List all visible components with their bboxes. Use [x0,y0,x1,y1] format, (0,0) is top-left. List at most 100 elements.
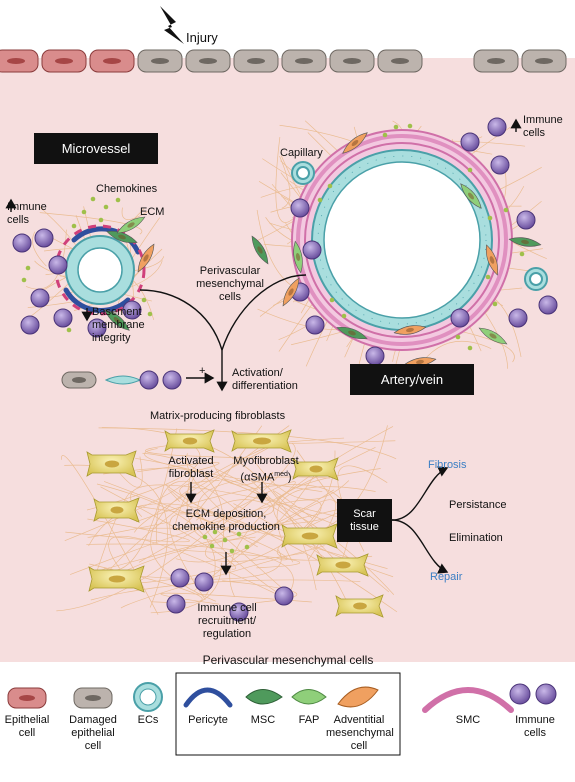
myofibroblast-text: Myofibroblast (αSMA [233,455,299,484]
chemokine [21,277,27,283]
legend-background [0,662,575,782]
mesenchymal-cell [393,325,427,335]
immune-cell-icon [509,683,531,705]
persistance-label: Persistance [449,499,507,511]
fibroblast [335,594,384,618]
chemokine [341,313,347,319]
chemokines-label: Chemokines [96,183,158,195]
activated-fibroblast [164,429,215,453]
mesenchymal-cell [104,309,130,331]
immune-cell [516,210,536,230]
ecm-deposition-label: ECM deposition, chemokine production [172,508,280,533]
fibrosis-label: Fibrosis [428,459,467,471]
mesenchymal-cell [478,327,508,345]
legend-epithelial: Epithelial cell [4,714,50,739]
elimination-label: Elimination [449,532,503,544]
chemokine [393,124,399,130]
injury-label: Injury [186,30,218,45]
immune-cells-right-text: Immune cells [523,114,563,139]
chemokine [209,543,215,549]
immune-recruitment-label: Immune cell recruitment/ regulation [197,602,257,640]
mesenchymal-cell [106,230,138,244]
legend-ecs: ECs [137,714,159,726]
legend-pericyte: Pericyte [188,714,228,726]
adventitial-cell-icon [337,686,379,708]
chemokine [492,301,498,307]
legend-icons [7,682,557,713]
legend-smc: SMC [455,714,481,726]
legend-adventitial: Adventitial mesenchymal cell [326,714,394,752]
chemokine [455,334,461,340]
fibroblast [292,457,339,481]
immune-cell [12,233,32,253]
epithelial-layer [0,49,567,73]
immune-cell [229,602,249,622]
immune-cell [487,117,507,137]
mesenchymal-cell [460,183,482,209]
myofibroblast [231,429,292,453]
chemokine [236,531,242,537]
immune-cells-left-label: Immune cells [7,201,47,227]
myofibroblast-close: ) [287,471,292,484]
msc-icon [245,689,283,705]
immune-cells-right-label: Immune cells [523,114,563,140]
chemokine [71,223,77,229]
chemokine [90,196,96,202]
scar-tissue-label: Scar tissue [337,499,392,542]
chemokine [103,204,109,210]
immune-cells-left-text: Immune cells [7,201,47,226]
immune-cell [34,228,54,248]
mesenchymal-cell [116,216,146,234]
immune-cell [30,288,50,308]
immune-cell [122,300,142,320]
myofibroblast-label: Myofibroblast (αSMAmed) [226,455,306,485]
chemokine-dots [21,123,525,554]
immune-cell [53,308,73,328]
chemokine [212,529,218,535]
legend-msc: MSC [250,714,276,726]
activated-fibroblast-label: Activated fibroblast [168,455,214,480]
ecm-label: ECM [140,206,165,218]
mesenchymal-cells [104,132,542,367]
smc-icon [422,687,514,713]
chemokine [25,265,31,271]
fibroblasts [86,429,384,618]
mesenchymal-cell [282,277,300,307]
legend-damaged-epithelial: Damaged epithelial cell [69,714,117,752]
immune-cell [166,594,186,614]
chemokine [519,251,525,257]
immune-cell [87,318,107,338]
chemokine [98,217,104,223]
chemokine [115,197,121,203]
immune-cell [274,586,294,606]
mesenchymal-cell [508,237,542,247]
immune-cell [48,255,68,275]
lightning-bolt-icon [160,6,184,44]
capillaries [291,161,548,291]
pathway-arrows [5,118,522,576]
immune-cell [450,308,470,328]
immune-cell [538,295,558,315]
mesenchymal-cell [293,240,303,274]
myofibroblast-superscript: med [274,471,288,478]
microvessel-label: Microvessel [34,133,158,164]
chemokine [467,167,473,173]
chemokine [222,537,228,543]
immune-cell [460,132,480,152]
chemokine [407,123,413,129]
mesenchymal-cell [251,235,269,265]
fibroblast [316,553,369,577]
immune-cell [170,568,190,588]
fap-icon [291,689,327,705]
immune-cell [20,315,40,335]
chemokine [202,534,208,540]
perivascular-mesenchymal-label: Perivascular mesenchymal cells [196,265,264,303]
chemokine [244,544,250,550]
immune-cell [194,572,214,592]
chemokine [147,311,153,317]
chemokine [485,274,491,280]
legend-title: Perivascular mesenchymal cells [202,653,374,667]
chemokine [329,297,335,303]
fibroblast [93,497,140,523]
